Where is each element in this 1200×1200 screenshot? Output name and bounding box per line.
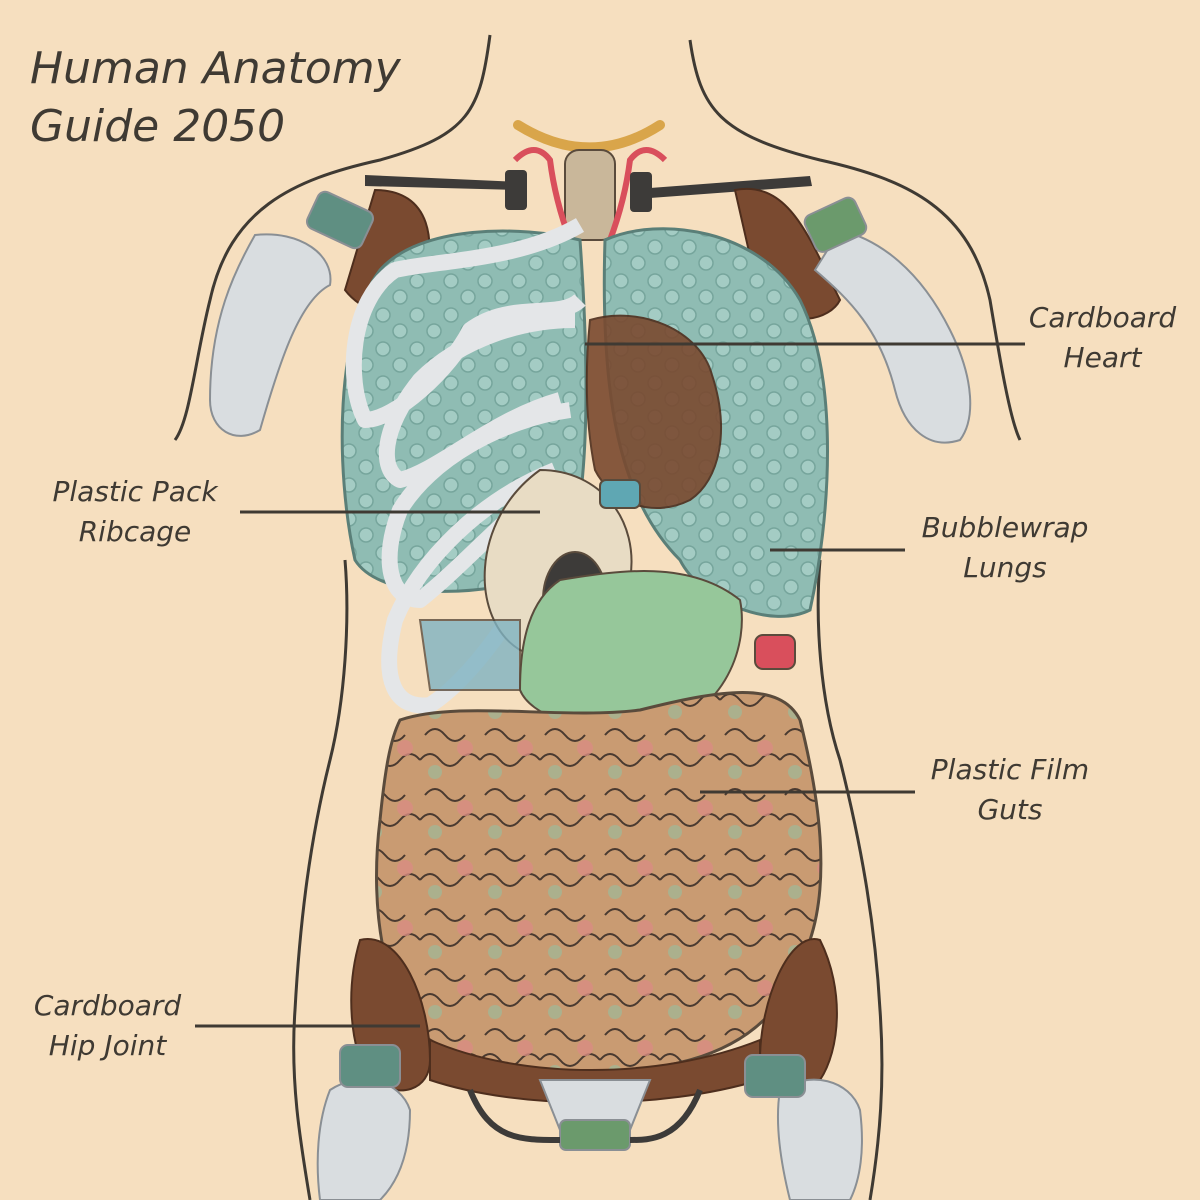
label-hip-line-1: Cardboard [33, 989, 182, 1022]
title-line-1: Human Anatomy [30, 43, 401, 94]
neck-tubes [512, 147, 668, 242]
label-lungs: Bubblewrap Lungs [905, 508, 1105, 588]
leader-lines [195, 342, 1025, 1028]
title-line-2: Guide 2050 [30, 101, 286, 152]
label-heart: Cardboard Heart [1010, 298, 1195, 378]
spine [564, 149, 616, 241]
arm-bottles [208, 190, 972, 444]
label-guts: Plastic Film Guts [910, 750, 1110, 830]
fork-shoulder-bars [365, 170, 812, 212]
label-ribcage-line-1: Plastic Pack [52, 475, 218, 508]
plastic-film-guts [375, 691, 823, 1075]
leg-bottles [316, 1044, 863, 1200]
label-hip: Cardboard Hip Joint [15, 986, 200, 1066]
label-lungs-line-1: Bubblewrap [921, 511, 1089, 544]
label-guts-line-1: Plastic Film [930, 753, 1090, 786]
label-lungs-line-2: Lungs [963, 551, 1047, 584]
label-ribcage: Plastic Pack Ribcage [35, 472, 235, 552]
body-outline [173, 34, 1022, 1200]
clavicle [513, 120, 665, 153]
plastic-organs [418, 468, 796, 732]
label-hip-line-2: Hip Joint [48, 1029, 167, 1062]
label-heart-line-1: Cardboard [1028, 301, 1177, 334]
label-heart-line-2: Heart [1063, 341, 1142, 374]
cardboard-heart [585, 314, 722, 509]
label-guts-line-2: Guts [977, 793, 1043, 826]
label-ribcage-line-2: Ribcage [78, 515, 192, 548]
poster-title: Human Anatomy Guide 2050 [30, 40, 490, 156]
